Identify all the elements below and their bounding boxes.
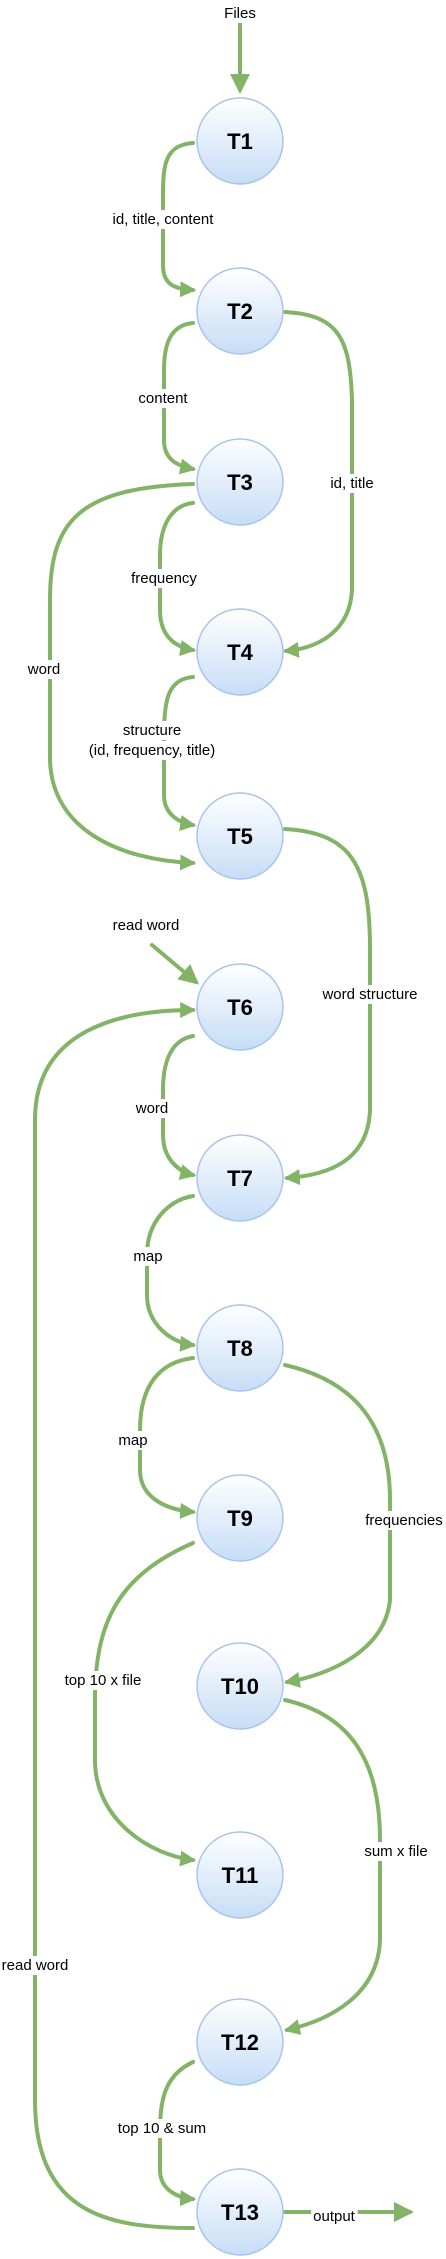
edge-label-background: [129, 569, 200, 588]
node-label: T8: [227, 1336, 253, 1361]
node-t4[interactable]: T4: [196, 608, 284, 696]
node-t9[interactable]: T9: [196, 1474, 284, 1562]
edge-t9-t11: [93, 1541, 197, 1867]
edge-label-t3-t4: frequency: [131, 570, 197, 587]
edge-label-t6-t7: word: [135, 1100, 169, 1117]
edge-label-t13-t6: read word: [2, 1957, 69, 1974]
node-t2[interactable]: T2: [196, 267, 284, 355]
edge-label-t9-t11: top 10 x file: [65, 1672, 142, 1689]
node-label: T1: [227, 129, 253, 154]
edge-t2-t3: [162, 321, 197, 475]
node-circle: [196, 1304, 284, 1392]
edge-label-background: [319, 985, 420, 1004]
edge-readword-t6: [150, 943, 200, 985]
edge-label-background: [131, 1247, 165, 1266]
node-circle: [196, 1474, 284, 1562]
edge-label-t1-t2: id, title, content: [113, 211, 215, 228]
node-t3[interactable]: T3: [196, 438, 284, 526]
node-circle: [196, 963, 284, 1051]
edge-label-t2-t4: id, title: [330, 475, 373, 492]
edge-label-t3-t5: word: [27, 661, 61, 678]
edge-label-files-t1: Files: [224, 5, 256, 22]
edge-label-t5-t7: word structure: [321, 986, 417, 1003]
node-t11[interactable]: T11: [196, 1831, 284, 1919]
node-t10[interactable]: T10: [196, 1642, 284, 1730]
edge-label-t8-t9: map: [118, 1432, 147, 1449]
node-circle: [196, 267, 284, 355]
edge-label-t2-t3: content: [138, 390, 188, 407]
node-t1[interactable]: T1: [196, 97, 284, 185]
edge-label-background: [222, 4, 258, 23]
edge-label-t7-t8: map: [133, 1248, 162, 1265]
node-label: T5: [227, 824, 253, 849]
edge-label-background: [132, 1099, 171, 1118]
edge-label-t8-t10: frequencies: [365, 1512, 443, 1529]
node-t7[interactable]: T7: [196, 1134, 284, 1222]
node-circle: [196, 2168, 284, 2256]
edge-t6-t7: [161, 1034, 197, 1180]
edge-t8-t10: [283, 1363, 392, 1688]
node-t13[interactable]: T13: [196, 2168, 284, 2256]
edge-label-background: [115, 2119, 209, 2138]
edge-label-readword-t6: read word: [113, 917, 180, 934]
edge-label-background: [362, 1842, 430, 1861]
node-label: T13: [221, 2200, 259, 2225]
node-label: T12: [221, 2030, 259, 2055]
edge-t3-t5: [48, 482, 197, 871]
node-circle: [196, 1642, 284, 1730]
edge-t8-t9: [138, 1356, 197, 1519]
edge-label-background: [311, 2207, 358, 2226]
edge-label-background: [363, 1511, 445, 1530]
edge-t13-t6: [33, 1002, 197, 2230]
edge-label-background: [120, 721, 184, 740]
node-t8[interactable]: T8: [196, 1304, 284, 1392]
edge-label-background: [328, 474, 376, 493]
edge-t5-t7: [283, 827, 372, 1186]
node-circle: [196, 792, 284, 880]
node-circle: [196, 1831, 284, 1919]
edge-label-background: [62, 1671, 144, 1690]
node-circle: [196, 608, 284, 696]
edge-label-t4-t5-b: (id, frequency, title): [89, 742, 215, 759]
node-t6[interactable]: T6: [196, 963, 284, 1051]
node-label: T11: [222, 1863, 259, 1888]
node-circle: [196, 1134, 284, 1222]
node-label: T3: [227, 470, 253, 495]
edge-t10-t12: [283, 1698, 382, 2035]
edge-label-t13-output: output: [313, 2208, 356, 2225]
edge-t1-t2: [161, 141, 197, 298]
node-label: T6: [227, 995, 253, 1020]
node-label: T10: [221, 1674, 259, 1699]
node-circle: [196, 97, 284, 185]
edge-label-background: [116, 1431, 150, 1450]
edge-label-background: [0, 1956, 71, 1975]
edge-label-t12-t13: top 10 & sum: [118, 2120, 206, 2137]
node-label: T7: [227, 1166, 253, 1191]
edge-label-background: [136, 389, 191, 408]
edge-label-t10-t12: sum x file: [364, 1843, 427, 1860]
edge-label-t4-t5: structure: [123, 722, 181, 739]
edge-label-background: [110, 916, 182, 935]
node-label: T4: [227, 640, 253, 665]
node-t12[interactable]: T12: [196, 1998, 284, 2086]
node-circle: [196, 1998, 284, 2086]
edge-t2-t4: [282, 310, 354, 658]
edge-label-background: [86, 741, 218, 760]
node-label: T2: [227, 299, 253, 324]
edge-t7-t8: [145, 1194, 197, 1352]
edge-label-background: [110, 210, 217, 229]
node-t5[interactable]: T5: [196, 792, 284, 880]
edge-label-background: [24, 660, 63, 679]
node-circle: [196, 438, 284, 526]
node-label: T9: [227, 1506, 253, 1531]
